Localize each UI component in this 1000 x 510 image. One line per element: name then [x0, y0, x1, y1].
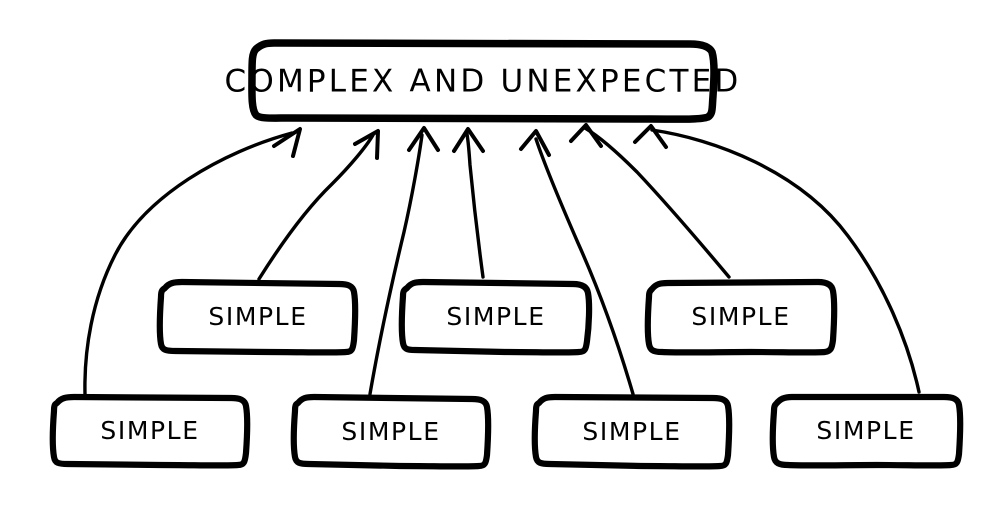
node-simple-mid-1[interactable]: SIMPLE	[156, 278, 359, 356]
simple-mid-2-label: SIMPLE	[446, 302, 545, 331]
node-simple-bot-1[interactable]: SIMPLE	[49, 393, 251, 469]
arrow-2-path	[257, 133, 375, 281]
simple-bot-3-outline	[531, 393, 733, 470]
simple-bot-4-outline	[769, 393, 964, 469]
arrow-6-path	[583, 126, 731, 279]
arrow-5-head-icon	[519, 129, 551, 157]
arrow-5-path	[534, 137, 635, 396]
complex-node-label: COMPLEX AND UNEXPECTED	[225, 64, 742, 100]
node-simple-bot-4[interactable]: SIMPLE	[769, 393, 964, 469]
arrow-3	[368, 126, 440, 396]
simple-mid-2-outline	[398, 278, 593, 356]
simple-mid-1-label: SIMPLE	[208, 302, 307, 331]
arrow-5	[519, 129, 635, 396]
node-simple-bot-3[interactable]: SIMPLE	[531, 393, 733, 470]
arrow-4-path	[465, 132, 485, 279]
arrow-7	[633, 124, 921, 394]
simple-mid-1-outline	[156, 278, 359, 356]
simple-bot-1-label: SIMPLE	[100, 416, 199, 445]
arrow-1-path	[83, 131, 294, 396]
arrow-group	[83, 123, 921, 396]
node-complex-and-unexpected[interactable]: COMPLEX AND UNEXPECTED	[225, 39, 742, 123]
node-simple-bot-2[interactable]: SIMPLE	[290, 393, 492, 470]
simple-bot-3-label: SIMPLE	[582, 417, 681, 446]
simple-bot-1-outline	[49, 393, 251, 469]
arrow-2	[257, 129, 380, 281]
arrow-3-head-icon	[407, 126, 440, 152]
simple-bot-2-label: SIMPLE	[341, 417, 440, 446]
simple-bot-2-outline	[290, 393, 492, 470]
arrow-1	[83, 127, 302, 396]
node-simple-mid-2[interactable]: SIMPLE	[398, 278, 593, 356]
arrow-2-head-icon	[353, 129, 380, 160]
arrow-6-head-icon	[569, 123, 603, 148]
complex-node-outline	[248, 39, 718, 123]
simple-mid-3-label: SIMPLE	[691, 302, 790, 331]
simple-bot-4-label: SIMPLE	[816, 416, 915, 445]
arrow-6	[569, 123, 731, 279]
arrow-4-head-icon	[452, 127, 485, 153]
arrow-3-path	[368, 133, 424, 396]
arrow-7-path	[650, 128, 921, 394]
arrow-4	[452, 127, 485, 279]
arrow-7-head-icon	[633, 124, 668, 149]
arrow-1-head-icon	[272, 127, 302, 158]
node-simple-mid-3[interactable]: SIMPLE	[644, 278, 838, 356]
simple-mid-3-outline	[644, 278, 838, 356]
